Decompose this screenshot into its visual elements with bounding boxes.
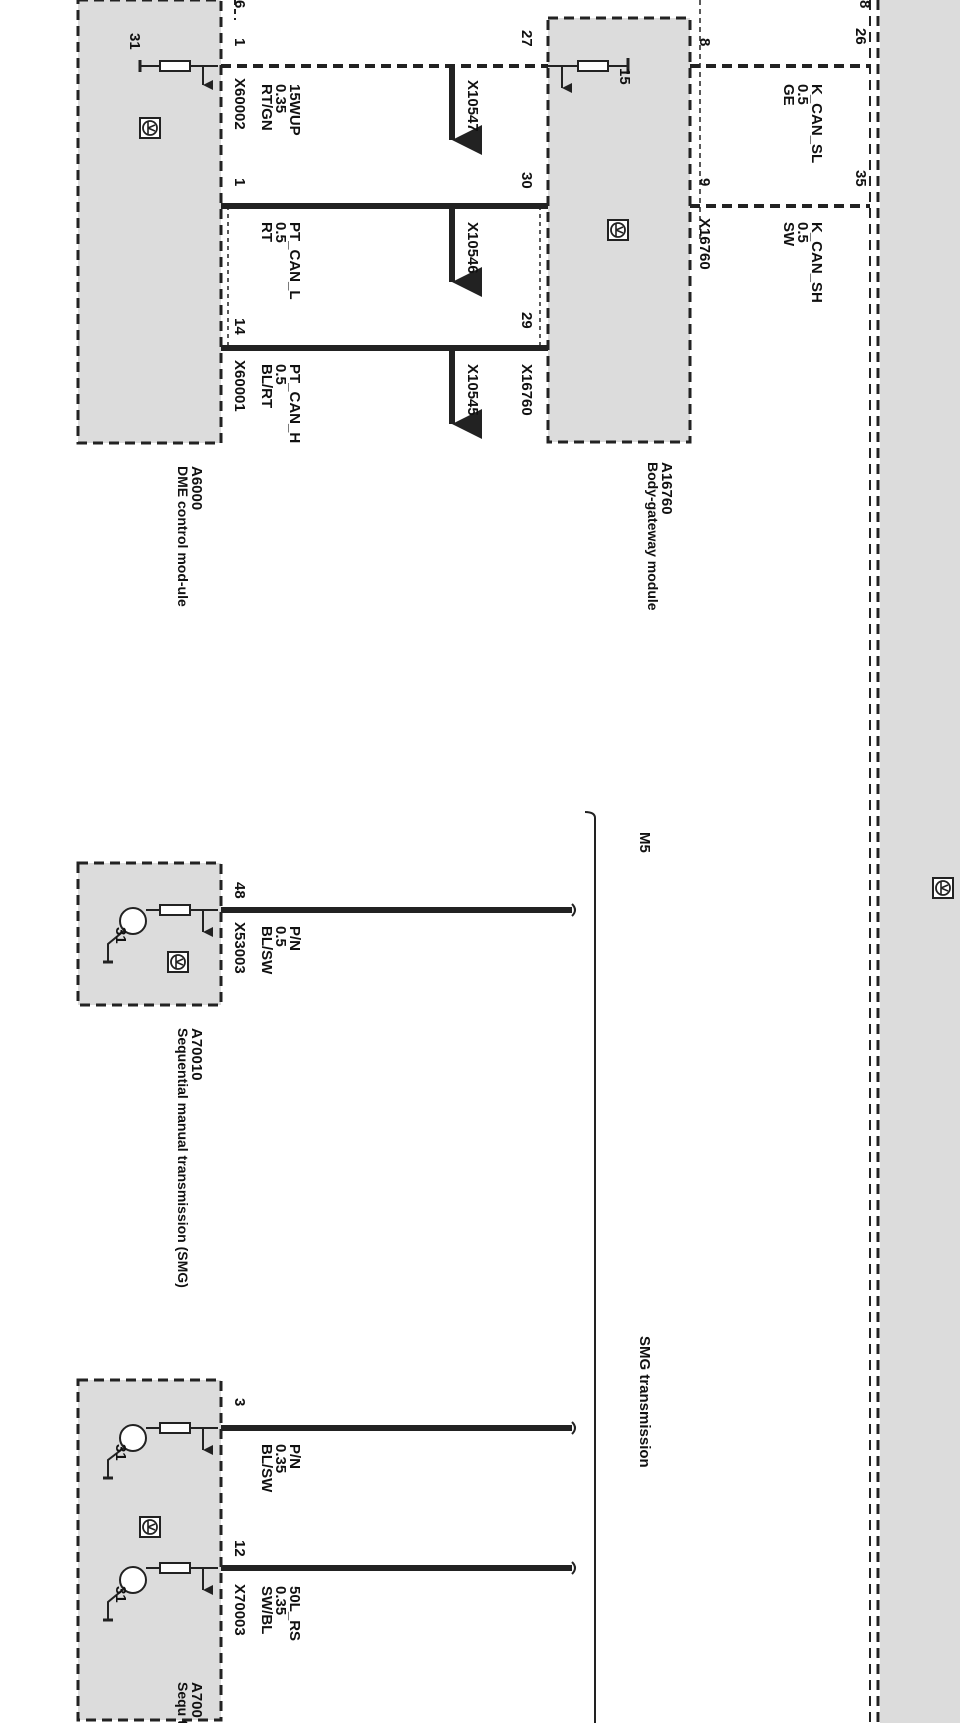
spec-color-15wup: RT/GN xyxy=(258,84,275,131)
smg2-pin-12: 12 xyxy=(231,1540,248,1557)
spec-size-pt-can-h: 0.5 xyxy=(272,364,289,385)
spec-size-k-can-sh: 0.5 xyxy=(794,222,811,243)
bgm-pin-27: 27 xyxy=(518,30,535,47)
spec-color-pt-can-h: BL/RT xyxy=(258,364,275,408)
spec-signal-15wup: 15WUP xyxy=(286,84,303,136)
branch-x10547: X10547 xyxy=(464,80,481,132)
spec-size-pn-3: 0.35 xyxy=(272,1444,289,1473)
spec-color-pt-can-l: RT xyxy=(258,222,275,242)
smg1-transistor-symbol xyxy=(103,904,218,964)
spec-color-pn-3: BL/SW xyxy=(258,1444,275,1493)
smg1-id: A70010 xyxy=(188,1028,205,1081)
spec-size-15wup: 0.35 xyxy=(272,84,289,113)
smg2-conn: X70003 xyxy=(231,1584,248,1636)
smg1-name: Sequential manual transmission (SMG) xyxy=(175,1028,191,1288)
branch-x10546: X10546 xyxy=(464,222,481,274)
right-pin-35: 35 xyxy=(852,170,869,187)
spec-signal-k-can-sl: K_CAN_SL xyxy=(808,84,825,163)
bgm-pin-30: 30 xyxy=(518,172,535,189)
bgm-id: A16760 xyxy=(658,462,675,515)
bgm-conn-x16760-right: X16760 xyxy=(696,218,713,270)
spec-signal-50l-rs: 50L_RS xyxy=(286,1586,303,1641)
smg1-conn: X53003 xyxy=(231,922,248,974)
spec-signal-pt-can-h: PT_CAN_H xyxy=(286,364,303,443)
spec-signal-k-can-sh: K_CAN_SH xyxy=(808,222,825,303)
variant-m5: M5 xyxy=(636,832,653,853)
spec-signal-pn-48: P/N xyxy=(286,926,303,951)
dme-ground-label: 31 xyxy=(126,33,143,50)
smg2-id: A700 xyxy=(188,1682,205,1718)
spec-color-k-can-sl: GE xyxy=(780,84,797,106)
dme-conn-x60001: X60001 xyxy=(231,360,248,412)
variant-line-hook xyxy=(584,811,596,819)
spec-size-pt-can-l: 0.5 xyxy=(272,222,289,243)
labels-group: 31 1 1 14 X60002 X60001 15WUP 0.35 RT/GN… xyxy=(112,0,873,1723)
right-pin-26: 26 xyxy=(852,28,869,45)
wire-end-3 xyxy=(571,1421,576,1435)
spec-color-pn-48: BL/SW xyxy=(258,926,275,975)
bgm-pin-29: 29 xyxy=(518,312,535,329)
smg2-pin-3: 3 xyxy=(231,1398,248,1406)
bgm-star-icon xyxy=(607,219,629,241)
wire-end-12 xyxy=(571,1561,576,1575)
smg1-pin-48: 48 xyxy=(231,882,248,899)
bgm-conn-x16760-left: X16760 xyxy=(518,364,535,416)
spec-size-k-can-sl: 0.5 xyxy=(794,84,811,105)
edge-mark-left: 6 xyxy=(231,0,248,8)
smg1-ground-label: 31 xyxy=(112,927,129,944)
smg2-star-icon xyxy=(139,1516,161,1538)
star-symbol-icon xyxy=(932,877,954,899)
smg1-star-icon xyxy=(167,951,189,973)
wire-end-48 xyxy=(571,903,576,917)
dme-pin-pt-can-h: 14 xyxy=(231,318,248,335)
spec-signal-pn-3: P/N xyxy=(286,1444,303,1469)
right-band xyxy=(880,0,960,1723)
branch-x10545: X10545 xyxy=(464,364,481,416)
dme-name: DME control mod-ule xyxy=(175,466,191,607)
smg2-transistor-b xyxy=(103,1562,218,1622)
smg1-module-box xyxy=(76,861,223,1007)
dme-pin-15wup: 1 xyxy=(231,38,248,46)
smg2-transistor-a xyxy=(103,1422,218,1480)
variant-smg: SMG transmission xyxy=(636,1336,653,1468)
smg2-module-box xyxy=(76,1378,223,1722)
dme-conn-x60002: X60002 xyxy=(231,78,248,130)
dme-module-box xyxy=(76,0,223,445)
bgm-pin-9: 9 xyxy=(696,178,713,186)
bgm-pin-8: 8 xyxy=(696,38,713,46)
spec-size-pn-48: 0.5 xyxy=(272,926,289,947)
spec-color-k-can-sh: SW xyxy=(780,222,797,247)
spec-color-50l-rs: SW/BL xyxy=(258,1586,275,1634)
smg2-ground-a: 31 xyxy=(112,1444,129,1461)
edge-mark-right: 8 xyxy=(856,0,873,8)
dme-id: A6000 xyxy=(188,466,205,510)
bgm-name: Body-gateway module xyxy=(645,462,661,611)
spec-signal-pt-can-l: PT_CAN_L xyxy=(286,222,303,300)
smg2-name: Sequ transi (SMG xyxy=(175,1682,191,1723)
dme-pin-pt-can-l: 1 xyxy=(231,178,248,186)
bgm-resistor-symbol xyxy=(548,58,630,93)
spec-size-50l-rs: 0.35 xyxy=(272,1586,289,1615)
dme-star-icon xyxy=(139,117,161,139)
smg2-ground-b: 31 xyxy=(112,1586,129,1603)
dme-resistor-symbol xyxy=(138,60,218,90)
bgm-ground-label: 15 xyxy=(616,68,633,85)
